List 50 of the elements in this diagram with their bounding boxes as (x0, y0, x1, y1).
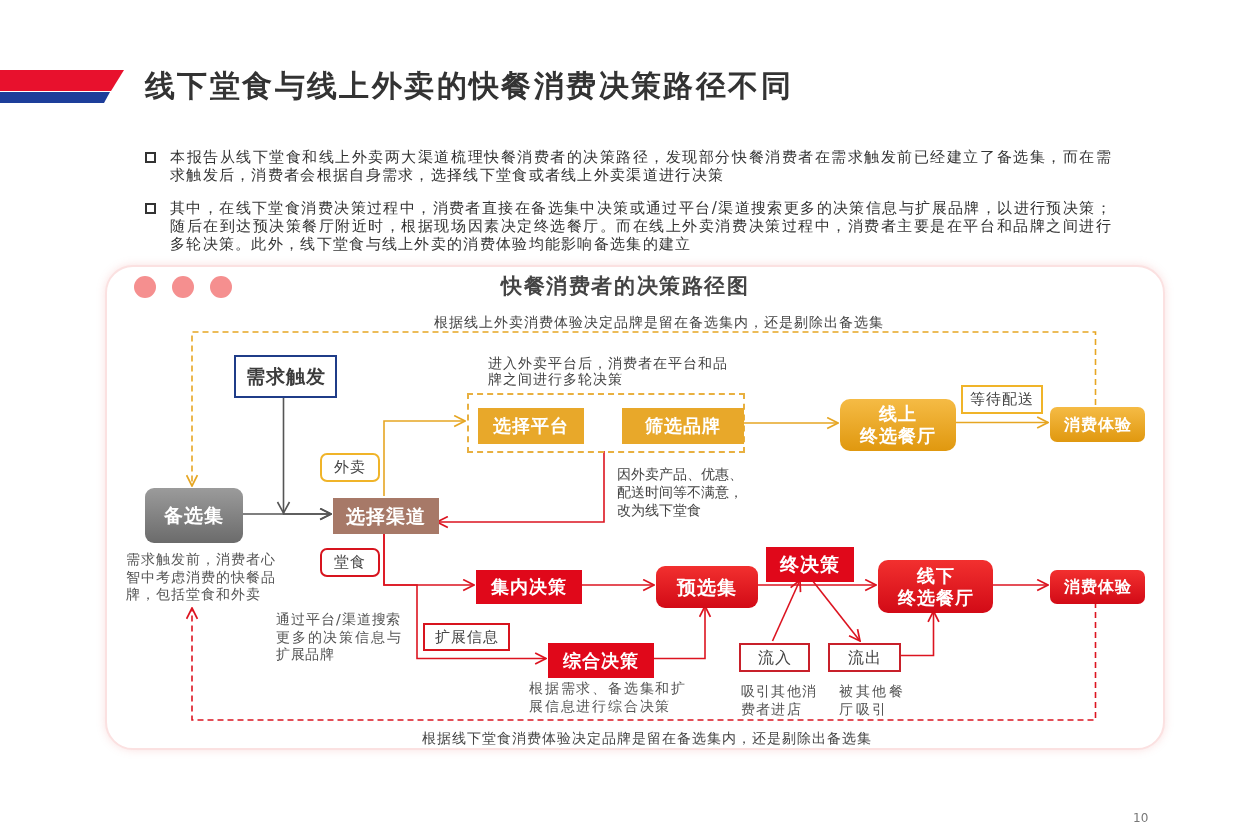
rounded-box (656, 566, 758, 608)
edge-label: 根据线上外卖消费体验决定品牌是留在备选集内，还是剔除出备选集 (434, 313, 884, 331)
page-title: 线下堂食与线上外卖的快餐消费决策路径不同 (145, 67, 793, 105)
node-label: 预选集 (677, 575, 737, 599)
node-label: 综合决策 (563, 649, 639, 672)
node-label: 终选餐厅 (897, 586, 974, 609)
body-text: 本报告从线下堂食和线上外卖两大渠道梳理快餐消费者的决策路径，发现部分快餐消费者在需求触发前已经建立了备选集，而在需求触发后，消费者会根据自身需求，选择线下堂食或者线上外卖渠道进行决策 (170, 148, 1112, 184)
edge-label: 根据线下堂食消费体验决定品牌是留在备选集内，还是剔除出备选集 (422, 729, 872, 747)
node-label: 需求触发 (245, 365, 326, 388)
node-label: 线下 (916, 564, 955, 587)
rounded-box (878, 560, 993, 613)
body-text: 其中，在线下堂食消费决策过程中，消费者直接在备选集中决策或通过平台/渠道搜索更多的决策信息与扩展品牌，以进行预决策；随后在到达预决策餐厅附近时，根据现场因素决定终选餐厅。而在线上外卖消费决策过程中，消费者主要是在平台和品牌之间进行多轮决策。此外，线下堂食与线上外卖的消费体验均能影响备选集的建立 (170, 199, 1112, 253)
edge-label: 外卖 (320, 453, 380, 482)
node-label: 线上 (879, 403, 917, 425)
annotation-text: 通过平台/渠道搜索更多的决策信息与扩展品牌 (276, 611, 401, 664)
node-label: 消费体验 (1063, 414, 1132, 435)
arrow (242, 507, 332, 521)
rounded-box (1050, 570, 1145, 604)
node-label: 选择渠道 (346, 504, 426, 528)
caption-text: 被其他餐厅吸引 (839, 683, 906, 718)
dashed-arrow (185, 601, 1097, 721)
node-label: 消费体验 (1063, 577, 1132, 597)
node-label: 筛选品牌 (645, 415, 721, 437)
edge-label: 堂食 (320, 548, 380, 577)
arrow (383, 414, 466, 497)
edge-label: 扩展信息 (423, 623, 510, 651)
page-number: 10 (1133, 810, 1149, 826)
rounded-box (840, 399, 956, 451)
node-label: 流入 (757, 647, 792, 668)
node-label: 流出 (847, 647, 882, 668)
node-label: 终决策 (780, 553, 840, 576)
panel-title: 快餐消费者的决策路径图 (501, 273, 751, 300)
rounded-box (1050, 407, 1145, 442)
window-panel (105, 265, 1165, 750)
node-label: 备选集 (164, 504, 224, 527)
group-heading: 进入外卖平台后，消费者在平台和品牌之间进行多轮决策 (488, 355, 729, 387)
process-box (478, 408, 584, 444)
process-box (333, 498, 439, 534)
caption-text: 需求触发前，消费者心智中考虑消费的快餐品牌，包括堂食和外卖 (126, 551, 277, 604)
process-box (234, 355, 337, 398)
caption-text: 根据需求、备选集和扩展信息进行综合决策 (529, 680, 688, 715)
process-box (766, 547, 854, 582)
caption-text: 吸引其他消费者进店 (741, 683, 818, 718)
dashed-arrow (185, 331, 1097, 487)
node-label: 集内决策 (491, 576, 567, 598)
edge-label: 等待配送 (961, 385, 1043, 414)
process-box (622, 408, 744, 444)
process-box (476, 570, 582, 604)
node-label: 选择平台 (493, 415, 569, 437)
node-label: 终选餐厅 (860, 425, 936, 447)
